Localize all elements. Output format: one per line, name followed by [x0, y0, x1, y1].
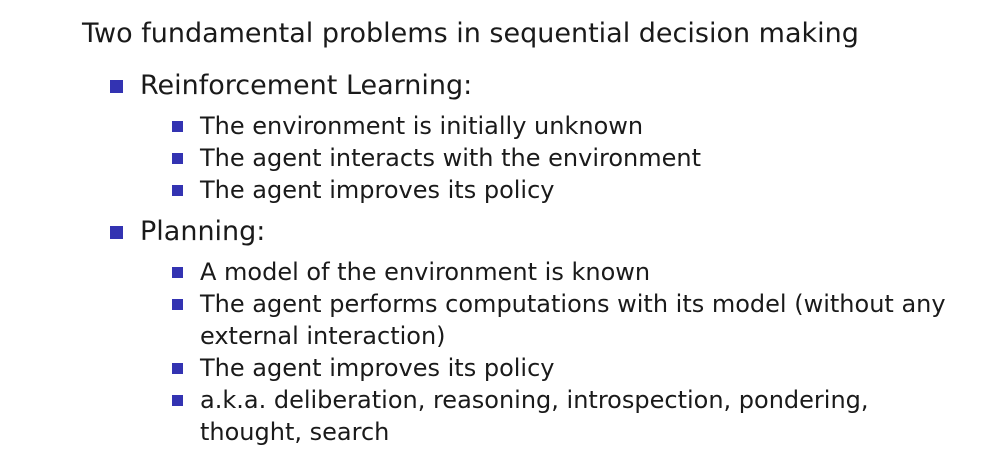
list-item: The agent improves its policy: [172, 352, 970, 384]
reinforcement-learning-list: The environment is initially unknown The…: [172, 110, 970, 206]
list-item: The environment is initially unknown: [172, 110, 970, 142]
list-item: A model of the environment is known: [172, 256, 970, 288]
list-item: The agent improves its policy: [172, 174, 970, 206]
list-item-text: The environment is initially unknown: [200, 112, 644, 140]
list-item-text: A model of the environment is known: [200, 258, 651, 286]
list-item-text: The agent improves its policy: [200, 176, 555, 204]
section-title-reinforcement-learning: Reinforcement Learning:: [140, 70, 473, 101]
list-item: a.k.a. deliberation, reasoning, introspe…: [172, 384, 970, 448]
bullet-square-icon: [172, 121, 183, 132]
bullet-square-icon: [172, 185, 183, 196]
list-item-text: The agent improves its policy: [200, 354, 555, 382]
bullet-square-icon: [172, 395, 183, 406]
planning-list: A model of the environment is known The …: [172, 256, 970, 448]
bullet-square-icon: [110, 80, 123, 93]
slide-heading: Two fundamental problems in sequential d…: [82, 18, 859, 49]
bullet-square-icon: [172, 153, 183, 164]
bullet-square-icon: [172, 299, 183, 310]
list-item-text: The agent performs computations with its…: [200, 290, 946, 350]
list-item: The agent interacts with the environment: [172, 142, 970, 174]
bullet-square-icon: [172, 363, 183, 374]
section-title-planning: Planning:: [140, 216, 266, 247]
bullet-square-icon: [172, 267, 183, 278]
list-item: The agent performs computations with its…: [172, 288, 970, 352]
list-item-text: a.k.a. deliberation, reasoning, introspe…: [200, 386, 869, 446]
bullet-square-icon: [110, 226, 123, 239]
list-item-text: The agent interacts with the environment: [200, 144, 701, 172]
